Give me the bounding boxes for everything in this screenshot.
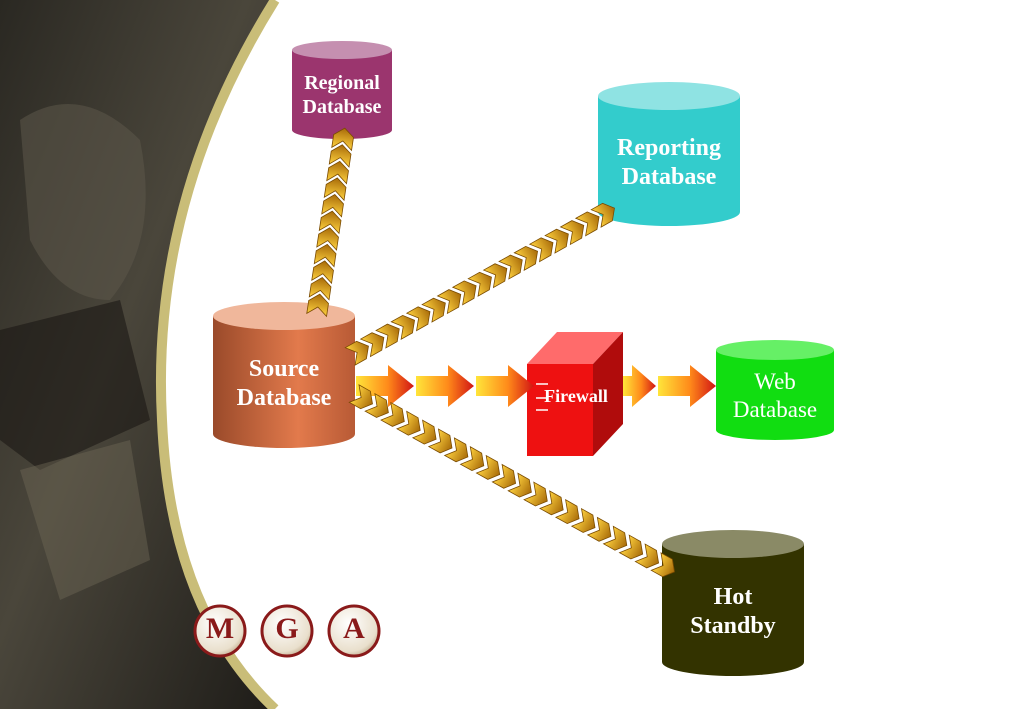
background-photo (0, 0, 280, 709)
reporting-link-chevron (405, 306, 431, 332)
regional-link-chevron (321, 194, 344, 218)
regional-link-chevron (318, 210, 342, 235)
flow-arrow-4 (623, 365, 656, 407)
flow-arrow-3 (476, 365, 534, 407)
logo-circle-g (260, 604, 314, 658)
standby-link-chevron (491, 463, 517, 489)
standby-link-chevron (380, 401, 405, 427)
reporting-link-chevron (590, 202, 615, 228)
reporting-link-chevron (375, 323, 400, 349)
logo-circle-m (193, 604, 247, 658)
regional-line2: Database (302, 96, 382, 118)
standby-link-chevron (586, 516, 612, 542)
standby-link-chevron (602, 525, 628, 551)
web-database-label: Web Database (716, 368, 834, 423)
standby-link-chevron (475, 454, 501, 480)
source-line2: Database (236, 384, 332, 411)
reporting-link-chevron (436, 289, 462, 315)
logo-letter-a: A (343, 612, 365, 645)
reporting-link-chevron (421, 297, 446, 323)
reporting-link-chevron (482, 263, 508, 289)
standby-link-chevron (539, 490, 564, 516)
regional-link-chevron (313, 243, 337, 268)
logo-letter-m: M (205, 612, 235, 645)
regional-link-chevron (316, 227, 339, 251)
firewall-label: Firewall (533, 386, 619, 408)
standby-link-chevron (348, 384, 373, 410)
standby-link-chevron (427, 428, 453, 454)
firewall-box (527, 332, 623, 456)
standby-line2: Standby (690, 612, 776, 639)
regional-link-chevron (328, 144, 352, 168)
reporting-link-chevron (390, 314, 416, 340)
logo-circle-a (327, 604, 381, 658)
flow-arrow-5 (658, 365, 716, 407)
regional-link-chevron (306, 293, 329, 318)
regional-link-chevron (308, 277, 332, 301)
reporting-link-chevron (498, 254, 523, 280)
logo-letter-g: G (275, 612, 299, 645)
standby-link-chevron (364, 392, 389, 418)
reporting-link-chevron (344, 340, 369, 366)
mga-logo (193, 604, 381, 658)
reporting-link-chevron (513, 245, 539, 271)
standby-link-chevron (411, 419, 437, 445)
reporting-link-chevron (359, 332, 385, 358)
web-line1: Web (754, 369, 796, 394)
web-database-cylinder (716, 340, 834, 440)
source-line1: Source (248, 356, 320, 382)
reporting-link-chevron (467, 271, 492, 297)
reporting-link-chevron (559, 220, 585, 246)
reporting-link-chevron (451, 280, 477, 306)
web-line2: Database (732, 396, 818, 422)
standby-link-chevron (507, 472, 532, 498)
reporting-line2: Database (621, 163, 717, 190)
standby-link-chevron (459, 446, 485, 472)
standby-link-chevron (634, 543, 660, 569)
standby-link-chevron (618, 534, 644, 560)
standby-link-chevron (650, 552, 675, 578)
regional-line1: Regional (304, 72, 380, 94)
standby-line1: Hot (713, 584, 753, 610)
standby-link-chevron (570, 507, 596, 533)
regional-database-label: Regional Database (292, 71, 392, 119)
reporting-database-label: Reporting Database (598, 134, 740, 192)
regional-database-cylinder (292, 41, 392, 139)
firewall-text: Firewall (544, 386, 608, 406)
regional-link-chevron (323, 177, 347, 202)
reporting-link-chevron (528, 237, 554, 263)
connector-chains (306, 127, 675, 578)
source-database-label: Source Database (213, 355, 355, 413)
standby-link-chevron (554, 499, 580, 525)
standby-link-chevron (443, 437, 469, 463)
flow-arrows (356, 365, 716, 407)
hot-standby-label: Hot Standby (662, 583, 804, 641)
flow-arrow-1 (356, 365, 414, 407)
standby-link-chevron (396, 410, 421, 436)
regional-link-chevron (311, 260, 334, 285)
regional-link-chevron (331, 127, 354, 152)
flow-arrow-2 (416, 365, 474, 407)
standby-link-chevron (523, 481, 548, 507)
regional-link-chevron (326, 160, 349, 185)
reporting-database-cylinder (598, 82, 740, 226)
reporting-link-chevron (544, 228, 569, 254)
hot-standby-cylinder (662, 530, 804, 676)
reporting-line1: Reporting (617, 135, 721, 161)
reporting-link-chevron (574, 211, 600, 237)
